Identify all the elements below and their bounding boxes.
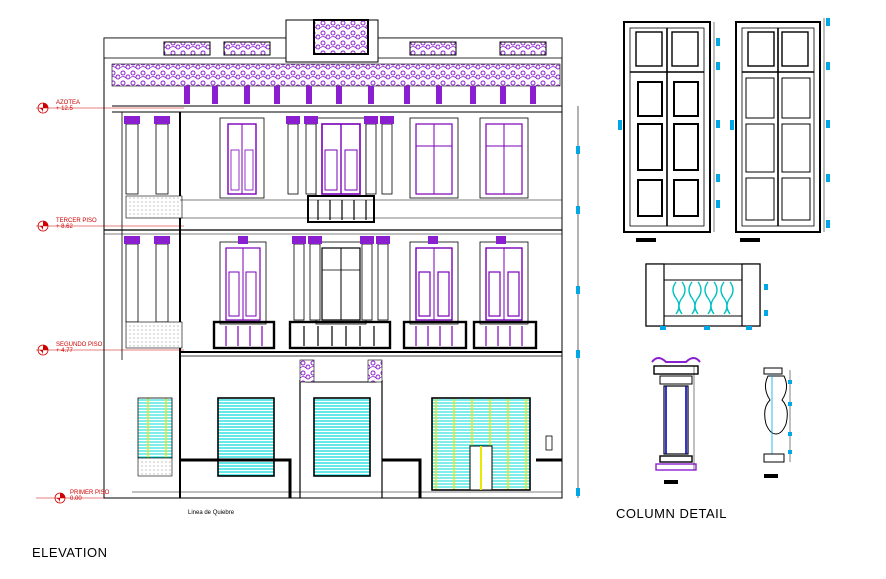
level-name: TERCER PISO xyxy=(56,218,97,224)
level-name: AZOTEA xyxy=(56,100,81,106)
level-name: PRIMER PISO xyxy=(70,490,110,496)
balustrade-detail xyxy=(645,263,768,330)
facade-elevation xyxy=(36,19,580,504)
break-line-annotation: Linea de Quiebre xyxy=(188,510,235,516)
left-pilasters xyxy=(125,123,169,323)
level-label-azotea: AZOTEA + 12.5 xyxy=(56,100,80,112)
third-floor-windows xyxy=(219,117,529,199)
frieze-brackets xyxy=(184,86,536,104)
door-detail-right xyxy=(730,18,830,242)
door-detail-left xyxy=(618,21,720,242)
level-elevation: + 12.5 xyxy=(56,106,73,112)
level-label-segundo-piso: SEGUNDO PISO + 4.77 xyxy=(56,342,102,354)
elevation-title: ELEVATION xyxy=(32,545,108,560)
level-elevation: + 8.62 xyxy=(56,224,73,230)
level-label-tercer-piso: TERCER PISO + 8.62 xyxy=(56,218,97,230)
second-floor-balconies xyxy=(212,320,538,350)
second-floor-windows xyxy=(219,241,529,325)
level-label-primer-piso: PRIMER PISO 0.00 xyxy=(70,490,109,502)
level-markers xyxy=(37,102,66,504)
column-detail-title: COLUMN DETAIL xyxy=(616,506,727,521)
level-elevation: + 4.77 xyxy=(56,348,73,354)
ground-floor xyxy=(132,359,562,498)
level-elevation: 0.00 xyxy=(70,496,82,502)
level-name: SEGUNDO PISO xyxy=(56,342,103,348)
column-detail xyxy=(651,357,792,484)
